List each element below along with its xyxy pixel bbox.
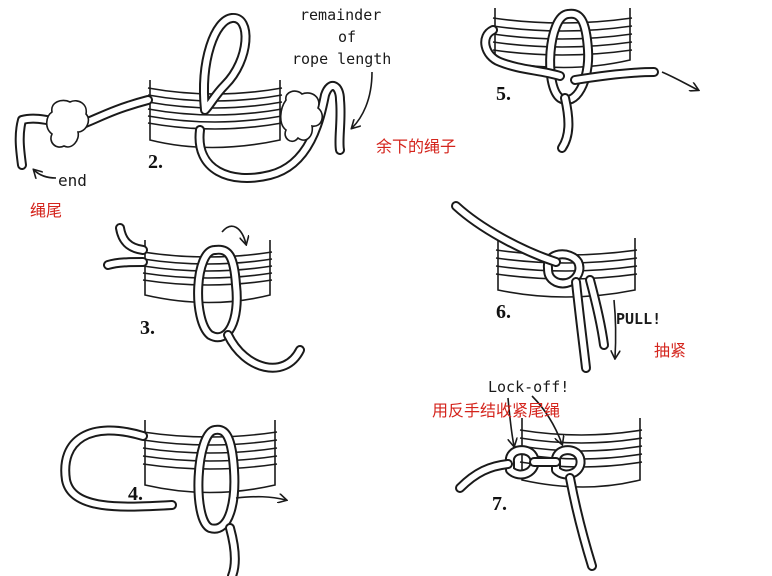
step-4-illustration: 4. bbox=[60, 420, 286, 576]
end-label: end bbox=[58, 171, 87, 190]
left-hand-icon bbox=[45, 99, 90, 148]
step-2-number: 2. bbox=[148, 151, 163, 173]
rope-wraps bbox=[147, 87, 283, 130]
lockoff-label: Lock-off! bbox=[488, 378, 569, 396]
step-3-illustration: 3. bbox=[103, 223, 305, 373]
step-2-illustration: 2. bbox=[14, 13, 373, 183]
remainder-label-line3: rope length bbox=[292, 50, 391, 68]
right-hand-icon bbox=[279, 90, 324, 143]
step-7-number: 7. bbox=[492, 493, 507, 515]
step-5-illustration: 5. bbox=[480, 8, 698, 153]
step-6-number: 6. bbox=[496, 301, 511, 323]
step-6-illustration: 6. bbox=[451, 201, 638, 373]
step-7-illustration: 7. bbox=[455, 395, 643, 571]
remainder-label-line2: of bbox=[338, 28, 356, 46]
step-3-number: 3. bbox=[140, 317, 155, 339]
step-4-number: 4. bbox=[128, 483, 143, 505]
step-5-number: 5. bbox=[496, 83, 511, 105]
remainder-label-cn: 余下的绳子 bbox=[376, 137, 456, 156]
lockoff-label-cn: 用反手结收紧尾绳 bbox=[432, 401, 560, 420]
end-label-cn: 绳尾 bbox=[30, 201, 62, 220]
remainder-label-line1: remainder bbox=[300, 6, 381, 24]
pull-label-cn: 抽紧 bbox=[654, 341, 686, 360]
pull-label: PULL! bbox=[616, 310, 661, 328]
